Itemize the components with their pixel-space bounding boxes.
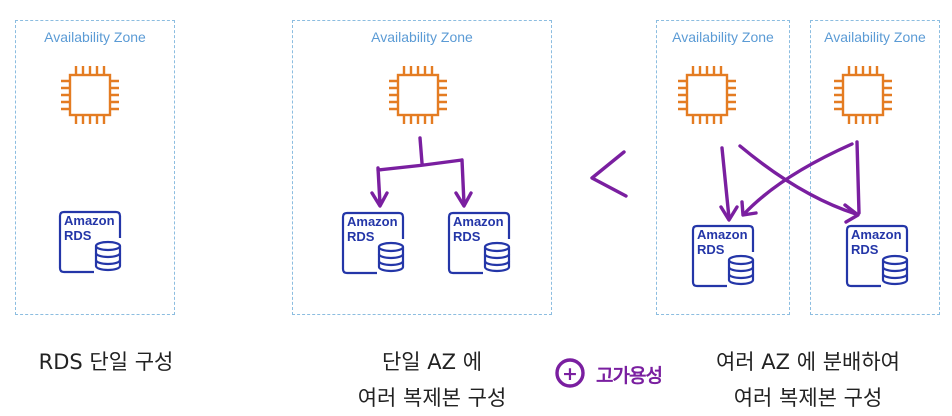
arrow-head: [843, 203, 860, 224]
arrow-head: [740, 200, 758, 217]
database-icon: [94, 240, 122, 272]
availability-zone-3: Availability Zone: [656, 20, 790, 315]
replication-arrow: [742, 142, 854, 216]
zone-label: Availability Zone: [824, 29, 926, 45]
ec2-chip-icon: [678, 66, 736, 124]
zone-label: Availability Zone: [44, 29, 146, 45]
replication-arrow: [376, 136, 466, 206]
arrow-head: [370, 191, 473, 208]
replication-arrow: [855, 140, 861, 215]
zone-label: Availability Zone: [371, 29, 473, 45]
ec2-chip-icon: [389, 66, 447, 124]
database-icon: [377, 241, 405, 273]
arrow-head: [719, 205, 739, 222]
database-icon: [483, 241, 511, 273]
database-icon: [881, 254, 909, 286]
plus-symbol: +: [562, 363, 578, 385]
availability-zone-1: Availability Zone: [15, 20, 175, 315]
replication-arrow: [738, 144, 858, 216]
database-icon: [727, 254, 755, 286]
caption-multi-az: 여러 AZ 에 분배하여 여러 복제본 구성: [715, 350, 901, 410]
ec2-chip-icon: [834, 66, 892, 124]
high-availability-annotation: 고가용성: [596, 365, 663, 387]
plus-circle-icon: [555, 358, 585, 388]
zone-label: Availability Zone: [672, 29, 774, 45]
caption-single-az: 단일 AZ 에 여러 복제본 구성: [357, 350, 507, 410]
caption-single: RDS 단일 구성: [38, 350, 174, 374]
availability-zone-4: Availability Zone: [810, 20, 940, 315]
availability-zone-2: Availability Zone: [292, 20, 552, 315]
replication-arrow: [720, 146, 731, 220]
ec2-chip-icon: [61, 66, 119, 124]
comparison-symbol: [590, 150, 628, 198]
